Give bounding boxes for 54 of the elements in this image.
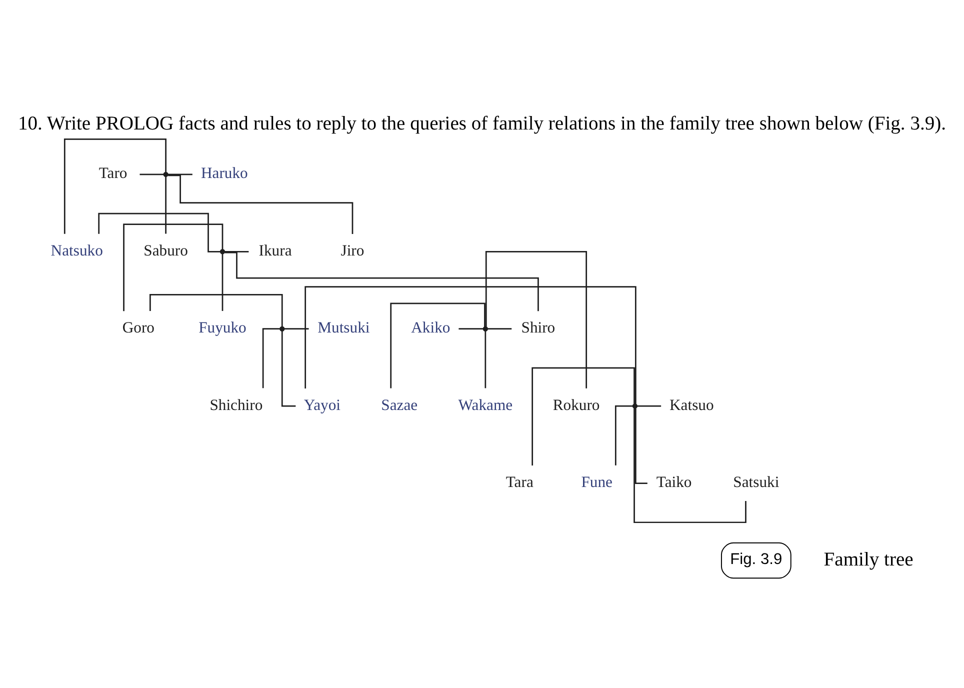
connector [123, 224, 224, 312]
node-text: Sazae [381, 396, 418, 414]
node-text: Natsuko [50, 242, 103, 260]
connector [262, 328, 280, 388]
node-text: Taro [98, 165, 128, 182]
node-text: Wakame [458, 396, 513, 414]
node-point [220, 249, 226, 254]
node-text: Shichiro [210, 396, 263, 414]
label: Fig. 3.9 [730, 551, 782, 568]
connector [484, 331, 486, 388]
node-text: Goro [122, 320, 154, 337]
connector [304, 286, 636, 404]
node-text: Satsuki [733, 474, 780, 491]
connector [488, 328, 512, 330]
connector [222, 254, 224, 311]
connector [140, 174, 164, 176]
connector [458, 328, 484, 330]
connector [168, 174, 192, 176]
connector [224, 250, 249, 252]
node-text: Rokuro [552, 396, 600, 414]
node-text: Haruko [201, 165, 248, 182]
connector [284, 328, 309, 330]
node-text: Fune [581, 474, 612, 491]
connector [390, 302, 486, 388]
connector [634, 408, 746, 524]
node-text: Saburo [144, 242, 188, 260]
connector [149, 294, 283, 327]
connector [168, 174, 354, 234]
connector [98, 212, 220, 252]
connector [532, 367, 635, 466]
connector [224, 252, 539, 312]
diagram-title: 10. Write PROLOG facts and rules to reply to the queries of family relations in the family tree shown below (Fig. 3.9). [18, 113, 946, 134]
node-point [163, 172, 168, 178]
node-text: Katsuo [670, 396, 714, 414]
node-text: Mutsuki [318, 320, 370, 337]
connector [637, 405, 662, 407]
caption: Family tree [824, 549, 914, 570]
connector [485, 250, 588, 388]
node-text: Fuyuko [198, 320, 246, 337]
connector [281, 331, 296, 407]
connector [634, 408, 648, 484]
node-point [482, 326, 488, 332]
node-point [280, 326, 285, 332]
connector [165, 176, 166, 234]
node-text: Taiko [656, 474, 692, 491]
node-text: Akiko [411, 320, 450, 337]
node-text: Yayoi [304, 396, 341, 414]
node-text: Ikura [258, 242, 292, 260]
node-text: Tara [506, 474, 534, 491]
node-text: Jiro [340, 242, 364, 260]
connector [64, 138, 166, 234]
node-text: Shiro [521, 320, 556, 337]
node-point [632, 403, 638, 409]
connector [614, 405, 633, 466]
